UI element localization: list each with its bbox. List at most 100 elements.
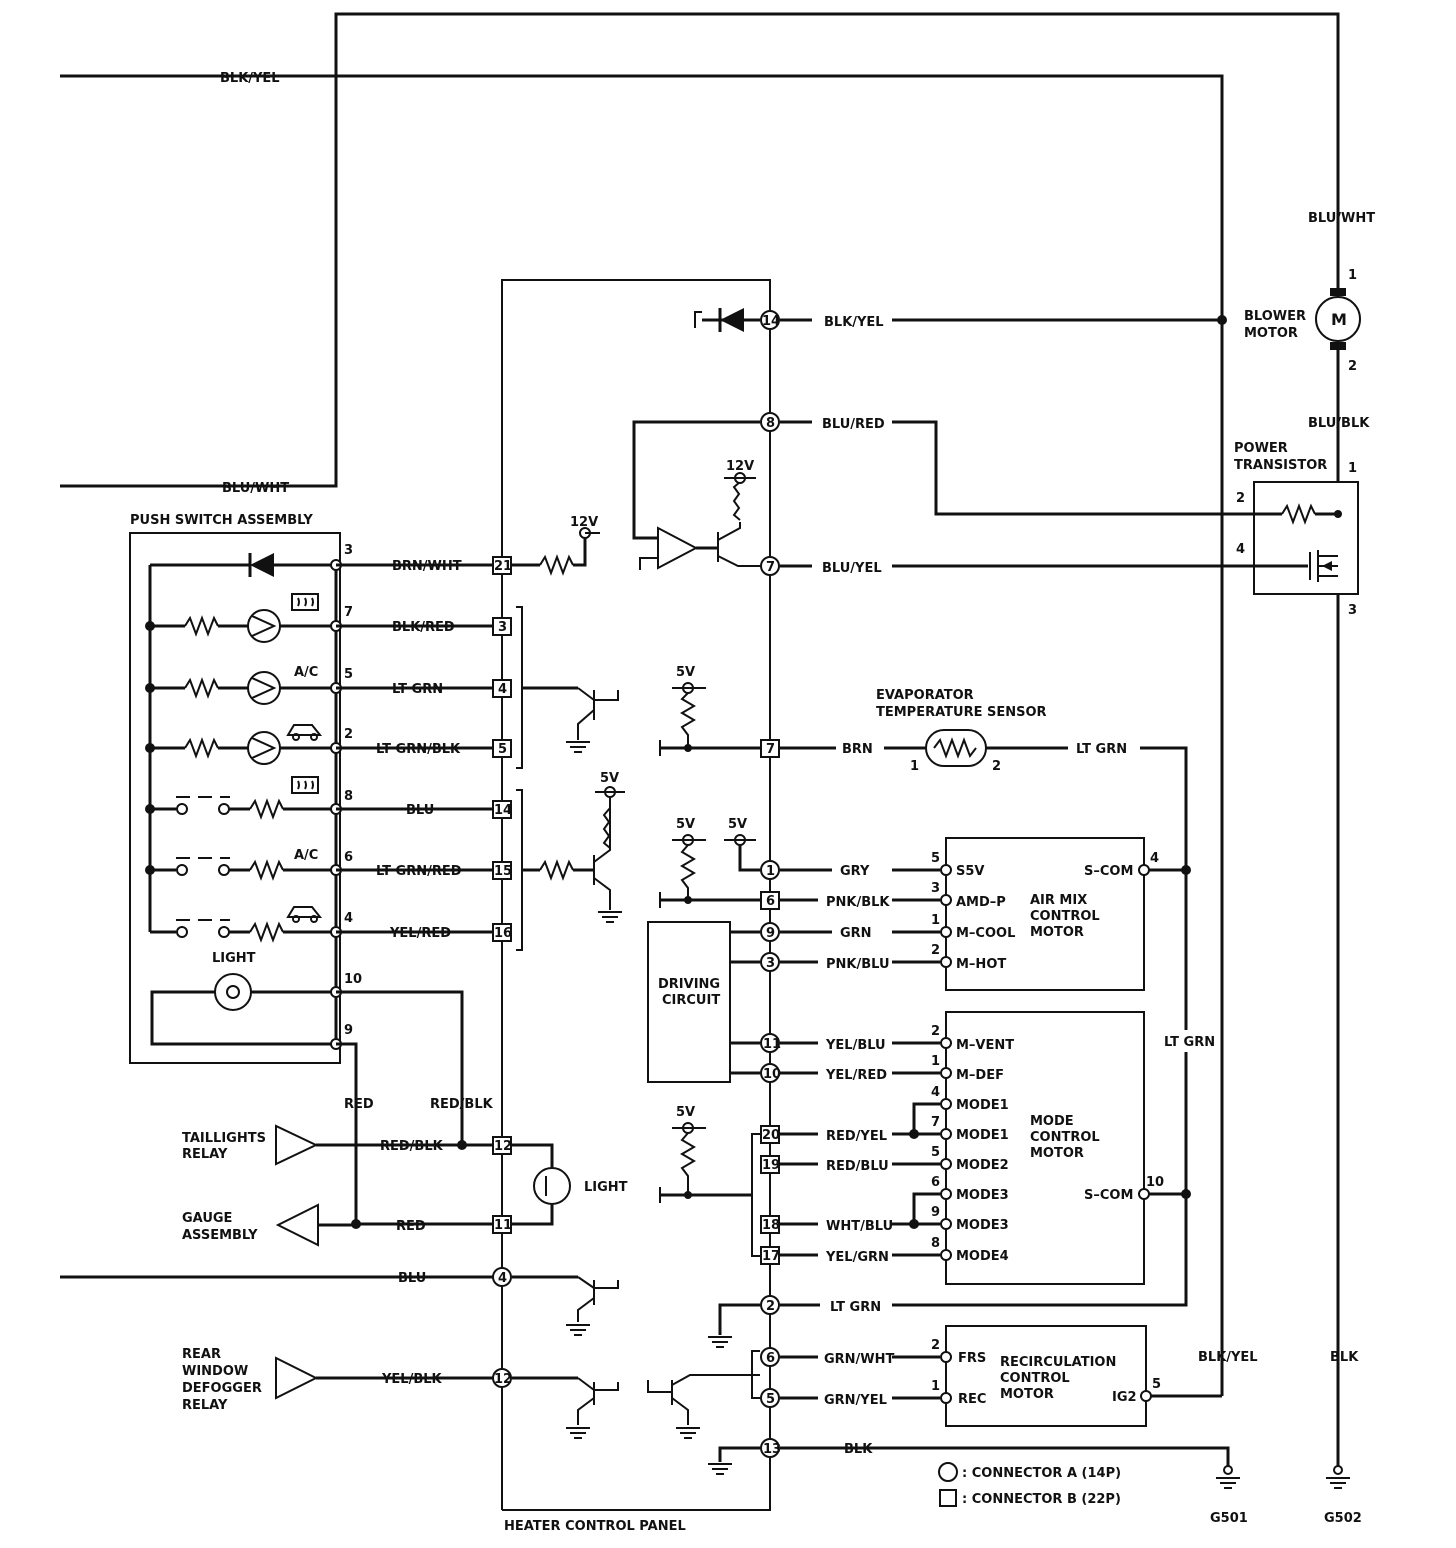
terminal-name: MODE3 bbox=[956, 1218, 1009, 1233]
terminal-name: REC bbox=[958, 1392, 986, 1407]
taillights-relay-label: TAILLIGHTS bbox=[182, 1131, 266, 1146]
pin-label: 1 bbox=[766, 864, 775, 879]
terminal-label: 10 bbox=[344, 972, 362, 987]
voltage-label: 12V bbox=[726, 459, 754, 474]
terminal-label: 1 bbox=[1348, 461, 1357, 476]
terminal-label: 8 bbox=[931, 1236, 940, 1251]
terminal-label: 4 bbox=[344, 911, 353, 926]
wire-label: LT GRN bbox=[1076, 742, 1127, 757]
blower-motor-label: MOTOR bbox=[1244, 326, 1298, 341]
terminal-label: 2 bbox=[992, 759, 1001, 774]
terminal-label: 2 bbox=[931, 1024, 940, 1039]
pin-label: 7 bbox=[766, 560, 775, 575]
pin-label: 14 bbox=[494, 803, 512, 818]
diode-icon bbox=[250, 553, 274, 577]
wire-label: BLU/BLK bbox=[1308, 416, 1370, 431]
wire-label: LT GRN/BLK bbox=[376, 742, 461, 757]
pin-label: 20 bbox=[762, 1128, 780, 1143]
terminal-label: 1 bbox=[931, 1379, 940, 1394]
wire-label: PNK/BLU bbox=[826, 957, 890, 972]
evaporator-temperature-sensor: EVAPORATOR TEMPERATURE SENSOR 1 2 bbox=[876, 688, 1047, 774]
terminal-name: MODE1 bbox=[956, 1128, 1009, 1143]
wire-label: BLK bbox=[1330, 1350, 1359, 1365]
pin-label: 6 bbox=[766, 1351, 775, 1366]
pin-label: 10 bbox=[763, 1067, 781, 1082]
driving-circuit-label: CIRCUIT bbox=[662, 993, 720, 1008]
terminal-name: AMD–P bbox=[956, 895, 1006, 910]
terminal-label: 5 bbox=[931, 851, 940, 866]
switch-rows-button bbox=[150, 796, 336, 943]
terminal-name: MODE1 bbox=[956, 1098, 1009, 1113]
terminal-label: 1 bbox=[931, 1054, 940, 1069]
rear-defrost-icon bbox=[291, 593, 319, 794]
terminal-label: 2 bbox=[344, 727, 353, 742]
terminal-label: 7 bbox=[931, 1115, 940, 1130]
terminal-label: 1 bbox=[931, 913, 940, 928]
panel-right-pins: 14 8 7 7 1 6 9 3 11 10 20 19 18 17 2 6 5… bbox=[762, 314, 781, 1457]
pin-label: 6 bbox=[766, 894, 775, 909]
terminal-label: 5 bbox=[931, 1145, 940, 1160]
rear-defogger-relay-label: WINDOW bbox=[182, 1364, 248, 1379]
wire-label: LT GRN/RED bbox=[376, 864, 462, 879]
voltage-label: 5V bbox=[676, 1105, 695, 1120]
wire-label: WHT/BLU bbox=[826, 1219, 893, 1234]
terminal-name: S–COM bbox=[1084, 864, 1133, 879]
terminal-label: 3 bbox=[344, 543, 353, 558]
wire-label: PNK/BLK bbox=[826, 895, 890, 910]
pin-label: 3 bbox=[766, 956, 775, 971]
terminal-label: 9 bbox=[344, 1023, 353, 1038]
air-mix-label: AIR MIX bbox=[1030, 893, 1087, 908]
switch-rows-lamp bbox=[150, 609, 336, 765]
terminal-name: MODE4 bbox=[956, 1249, 1009, 1264]
terminal-label: 3 bbox=[1348, 603, 1357, 618]
wire-label: GRN bbox=[840, 926, 872, 941]
wire-label: LT GRN bbox=[830, 1300, 881, 1315]
indicator-lamp-icon bbox=[214, 973, 252, 1011]
power-transistor-label: POWER bbox=[1234, 441, 1288, 456]
wire-label: GRN/WHT bbox=[824, 1352, 895, 1367]
mode-motor-label: CONTROL bbox=[1030, 1130, 1100, 1145]
wire-label: RED/BLU bbox=[826, 1159, 889, 1174]
light-label: LIGHT bbox=[212, 951, 256, 966]
pin-label: 8 bbox=[766, 416, 775, 431]
wire-label: BLK/YEL bbox=[824, 315, 884, 330]
ground-label: G502 bbox=[1324, 1511, 1362, 1526]
terminal-label: 3 bbox=[931, 881, 940, 896]
blower-motor: M 1 2 BLOWER MOTOR bbox=[1244, 268, 1361, 374]
pin-label: 17 bbox=[762, 1249, 780, 1264]
wire-label: YEL/GRN bbox=[825, 1250, 889, 1265]
ac-label: A/C bbox=[294, 848, 318, 863]
pin-label: 11 bbox=[763, 1037, 781, 1052]
rear-defogger-relay-label: REAR bbox=[182, 1347, 221, 1362]
right-wires: BLK/YEL BLU/RED BLU/YEL BRN LT GRN GRY P… bbox=[220, 71, 1375, 1466]
pin-label: 13 bbox=[763, 1442, 781, 1457]
wire-label: RED/YEL bbox=[826, 1129, 887, 1144]
mode-motor-label: MOTOR bbox=[1030, 1146, 1084, 1161]
recirc-motor-label: RECIRCULATION bbox=[1000, 1355, 1116, 1370]
push-switch-assembly-label: PUSH SWITCH ASSEMBLY bbox=[130, 513, 313, 528]
panel-left-pins: 21 3 4 5 14 15 16 12 11 4 12 bbox=[494, 559, 512, 1387]
recirculation-car-icon bbox=[286, 724, 323, 923]
wire-label: GRY bbox=[840, 864, 870, 879]
pin-label: 14 bbox=[762, 314, 780, 329]
pin-label: 4 bbox=[498, 1271, 507, 1286]
terminal-label: 1 bbox=[1348, 268, 1357, 283]
pin-label: 11 bbox=[494, 1218, 512, 1233]
wire-label: RED/BLK bbox=[430, 1097, 494, 1112]
terminal-name: MODE2 bbox=[956, 1158, 1009, 1173]
terminal-label: 5 bbox=[1152, 1377, 1161, 1392]
rear-defogger-relay-label: RELAY bbox=[182, 1398, 228, 1413]
wire-label: BLU bbox=[406, 803, 434, 818]
pin-label: 12 bbox=[494, 1372, 512, 1387]
voltage-label: 5V bbox=[676, 817, 695, 832]
main-wires bbox=[60, 12, 1340, 1511]
pin-label: 16 bbox=[494, 926, 512, 941]
pin-label: 18 bbox=[762, 1218, 780, 1233]
terminal-name: MODE3 bbox=[956, 1188, 1009, 1203]
terminal-name: S5V bbox=[956, 864, 984, 879]
terminal-name: FRS bbox=[958, 1351, 986, 1366]
voltage-label: 5V bbox=[728, 817, 747, 832]
terminal-label: 2 bbox=[931, 943, 940, 958]
voltage-label: 12V bbox=[570, 515, 598, 530]
